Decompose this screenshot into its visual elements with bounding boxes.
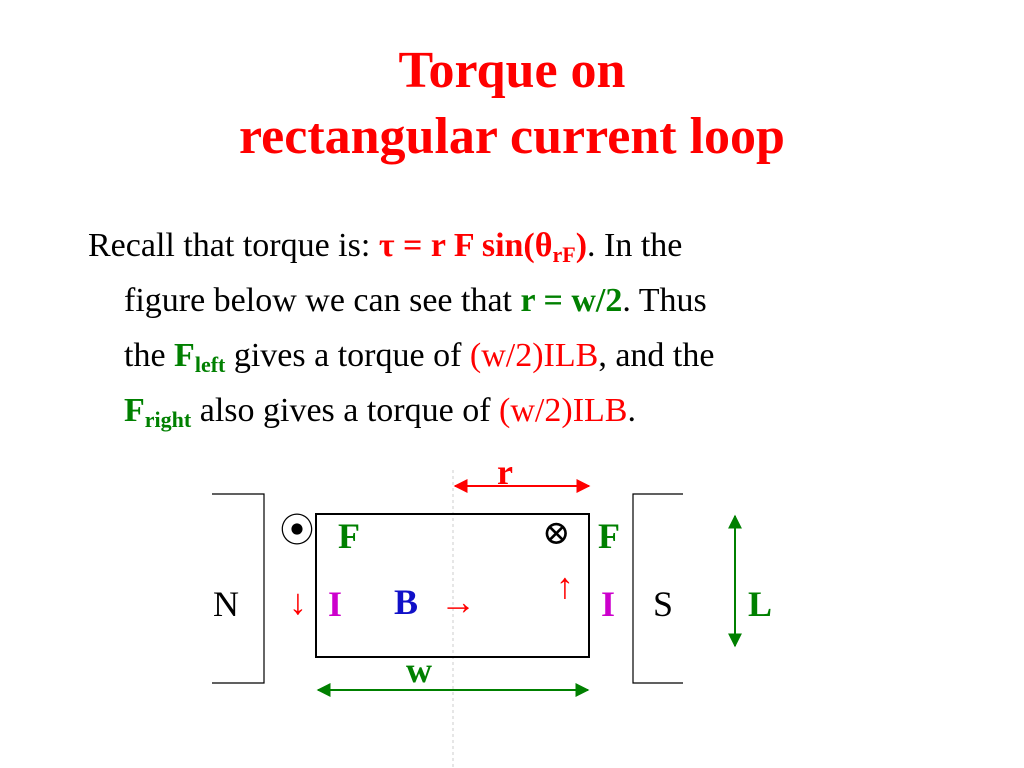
- torque-formula: τ = r F sin(θrF): [378, 227, 588, 267]
- north-label: N: [213, 584, 239, 624]
- r-equals-w-half: r = w/2: [520, 282, 623, 319]
- text-line-1: Recall that torque is: τ = r F sin(θrF).…: [88, 218, 968, 273]
- f-right-label: F: [598, 516, 620, 556]
- w-label: w: [406, 650, 432, 690]
- current-down-arrow-icon: ↓: [289, 582, 307, 622]
- field-b-label: B: [394, 582, 419, 622]
- text-segment: the: [124, 337, 175, 374]
- south-pole-magnet: [632, 493, 683, 684]
- text-segment: figure below we can see that: [124, 282, 521, 319]
- north-pole-magnet: [212, 493, 265, 684]
- current-loop: [315, 513, 590, 658]
- text-segment: , and the: [598, 337, 715, 374]
- text-segment: Recall that torque is:: [88, 227, 379, 264]
- text-segment: . In the: [587, 227, 683, 264]
- l-label: L: [748, 584, 773, 624]
- field-direction-arrow-icon: →: [440, 582, 476, 622]
- text-line-4: Fright also gives a torque of (w/2)ILB.: [88, 383, 968, 438]
- title-line-1: Torque on: [398, 42, 626, 99]
- text-segment: gives a torque of: [225, 337, 470, 374]
- slide-title: Torque on rectangular current loop: [0, 38, 1024, 170]
- text-segment: . Thus: [622, 282, 707, 319]
- south-label: S: [653, 584, 674, 624]
- current-right-label: I: [601, 584, 616, 624]
- out-of-page-dot-icon: ⦿: [280, 513, 314, 550]
- text-segment: .: [627, 392, 636, 429]
- f-left-label: F: [338, 516, 360, 556]
- f-left-symbol: Fleft: [174, 337, 226, 377]
- current-up-arrow-icon: ↑: [556, 566, 574, 606]
- current-left-label: I: [328, 584, 343, 624]
- into-page-cross-icon: ⊗: [542, 515, 571, 552]
- text-line-2: figure below we can see that r = w/2. Th…: [88, 273, 968, 328]
- title-line-2: rectangular current loop: [239, 108, 785, 165]
- torque-expression-left: (w/2)ILB: [469, 337, 599, 374]
- f-right-symbol: Fright: [124, 392, 192, 432]
- text-line-3: the Fleft gives a torque of (w/2)ILB, an…: [88, 328, 968, 383]
- explanation-text: Recall that torque is: τ = r F sin(θrF).…: [88, 218, 968, 438]
- r-label: r: [497, 452, 513, 492]
- text-segment: also gives a torque of: [191, 392, 500, 429]
- torque-expression-right: (w/2)ILB: [499, 392, 628, 429]
